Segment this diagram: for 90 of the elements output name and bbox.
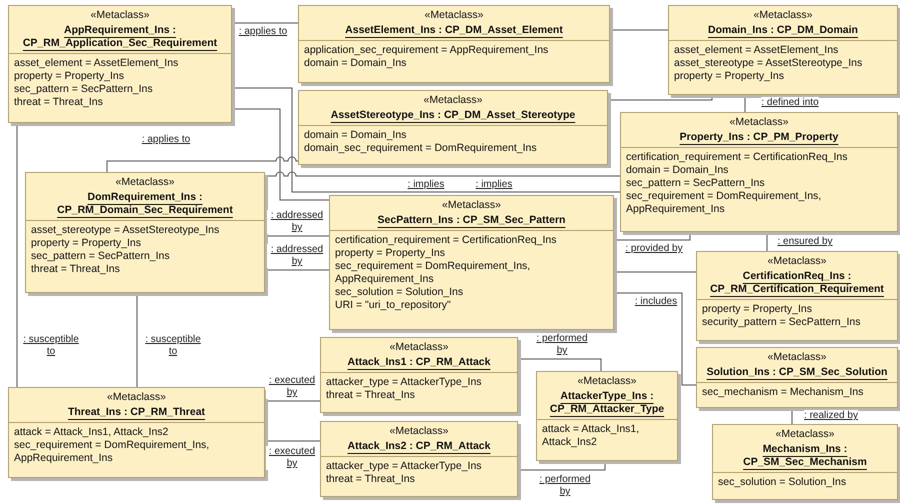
instance-name: Attack_Ins2 : CP_RM_Attack xyxy=(346,440,492,453)
attribute-text: domain = Domain_Ins xyxy=(304,57,408,70)
stereotype-label: «Metaclass» xyxy=(576,375,638,388)
attribute-text: security_pattern = SecPattern_Ins xyxy=(702,316,862,329)
attribute-text: property = Property_Ins xyxy=(14,70,126,83)
stereotype-label: «Metaclass» xyxy=(774,428,836,441)
attribute-text: asset_element = AssetElement_Ins xyxy=(14,57,180,70)
attribute-text: sec_pattern = SecPattern_Ins xyxy=(31,250,171,263)
attribute-text: sec_solution = Solution_Ins xyxy=(718,476,848,489)
metaclass-box xyxy=(668,5,898,95)
attribute-text: certification_requirement = CertificationReq_Ins xyxy=(626,151,848,164)
edge-label: : provided by xyxy=(625,243,683,255)
attribute-text: URI = "uri_to_repository" xyxy=(335,299,452,312)
attribute-text: threat = Threat_Ins xyxy=(31,263,121,276)
attribute-text: property = Property_Ins xyxy=(674,70,786,83)
metaclass-box xyxy=(536,371,678,461)
metaclass-box xyxy=(8,387,265,478)
attribute-text: attack = Attack_Ins1, Attack_Ins2 xyxy=(14,426,170,439)
attribute-text: asset_stereotype = AssetStereotype_Ins xyxy=(31,224,220,237)
metaclass-box xyxy=(620,112,898,232)
instance-name: AssetStereotype_Ins : CP_DM_Asset_Stereotype xyxy=(330,109,576,122)
attribute-text: attacker_type = AttackerType_Ins xyxy=(326,460,483,473)
edge-label: : includes xyxy=(634,296,678,308)
metaclass-box xyxy=(329,195,614,330)
stereotype-label: «Metaclass» xyxy=(766,351,828,364)
edge-label: : executed by xyxy=(266,446,318,470)
attribute-text: application_sec_requirement = AppRequirement_Ins xyxy=(304,44,550,57)
instance-name: AttackerType_Ins : CP_RM_Attacker_Type xyxy=(548,390,666,416)
edge-label: : implies xyxy=(476,179,512,191)
instance-name: Threat_Ins : CP_RM_Threat xyxy=(66,406,206,419)
metaclass-box xyxy=(712,424,898,500)
attribute-text: property = Property_Ins xyxy=(702,303,814,316)
stereotype-label: «Metaclass» xyxy=(106,391,167,404)
instance-name: Solution_Ins : CP_SM_Sec_Solution xyxy=(706,366,888,379)
instance-name: CertificationReq_Ins : CP_RM_Certification_Requirement xyxy=(709,270,885,296)
stereotype-label: «Metaclass» xyxy=(424,9,484,22)
instance-name: AssetElement_Ins : CP_DM_Asset_Element xyxy=(344,24,564,37)
edge-label: : susceptible to xyxy=(142,334,204,358)
instance-name: Domain_Ins : CP_DM_Domain xyxy=(707,24,859,37)
stereotype-label: «Metaclass» xyxy=(388,425,450,438)
edge-label: : applies to xyxy=(238,26,288,38)
edge-label: : susceptible to xyxy=(20,334,82,358)
stereotype-label: «Metaclass» xyxy=(90,9,150,22)
edge-label: : implies xyxy=(408,179,444,191)
attribute-text: sec_requirement = DomRequirement_Ins, AppRequirement_Ins xyxy=(14,439,210,465)
attribute-text: sec_pattern = SecPattern_Ins xyxy=(14,83,154,96)
instance-name: Property_Ins : CP_PM_Property xyxy=(678,131,840,144)
stereotype-label: «Metaclass» xyxy=(728,116,790,129)
instance-name: Attack_Ins1 : CP_RM_Attack xyxy=(346,356,492,369)
attribute-text: sec_pattern = SecPattern_Ins xyxy=(626,177,766,190)
instance-name: SecPattern_Ins : CP_SM_Sec_Pattern xyxy=(376,214,566,227)
attribute-text: attacker_type = AttackerType_Ins xyxy=(326,376,483,389)
attribute-text: sec_requirement = DomRequirement_Ins, AppRequirement_Ins xyxy=(626,190,822,216)
edge-label: : executed by xyxy=(266,375,318,399)
attribute-text: certification_requirement = CertificationReq_Ins xyxy=(335,234,558,247)
metaclass-box xyxy=(8,5,232,123)
edge-label: : performed by xyxy=(530,333,594,357)
stereotype-label: «Metaclass» xyxy=(114,176,176,189)
instance-name: Mechanism_Ins : CP_SM_Sec_Mechanism xyxy=(742,443,868,469)
attribute-text: threat = Threat_Ins xyxy=(326,389,416,402)
attribute-text: domain = Domain_Ins xyxy=(304,129,408,142)
metaclass-box xyxy=(696,347,898,408)
stereotype-label: «Metaclass» xyxy=(388,341,450,354)
attribute-text: domain_sec_requirement = DomRequirement_Ins xyxy=(304,142,538,155)
instance-name: DomRequirement_Ins : CP_RM_Domain_Sec_Requirement xyxy=(56,191,234,217)
metaclass-box xyxy=(320,421,518,497)
metaclass-box xyxy=(25,172,265,293)
attribute-text: threat = Threat_Ins xyxy=(326,473,416,486)
attribute-text: asset_element = AssetElement_Ins xyxy=(674,44,840,57)
metaclass-box xyxy=(696,251,898,341)
attribute-text: property = Property_Ins xyxy=(31,237,142,250)
edge-label: : applies to xyxy=(142,134,190,146)
edge-label: : realized by xyxy=(804,410,858,422)
attribute-text: attack = Attack_Ins1, Attack_Ins2 xyxy=(542,423,640,449)
metaclass-box xyxy=(298,90,608,165)
attribute-text: sec_solution = Solution_Ins xyxy=(335,286,464,299)
attribute-text: domain = Domain_Ins xyxy=(626,164,730,177)
instance-name: AppRequirement_Ins : CP_RM_Application_Sec_Requirement xyxy=(22,24,218,50)
metaclass-box xyxy=(298,5,610,83)
metaclass-box xyxy=(320,337,518,413)
attribute-text: asset_stereotype = AssetStereotype_Ins xyxy=(674,57,864,70)
stereotype-label: «Metaclass» xyxy=(766,255,828,268)
edge-label: : defined into xyxy=(761,97,819,109)
attribute-text: property = Property_Ins xyxy=(335,247,446,260)
edge-label: : ensured by xyxy=(777,236,833,248)
attribute-text: sec_mechanism = Mechanism_Ins xyxy=(702,386,864,399)
attribute-text: threat = Threat_Ins xyxy=(14,96,104,109)
stereotype-label: «Metaclass» xyxy=(441,199,502,212)
stereotype-label: «Metaclass» xyxy=(752,9,814,22)
stereotype-label: «Metaclass» xyxy=(422,94,484,107)
